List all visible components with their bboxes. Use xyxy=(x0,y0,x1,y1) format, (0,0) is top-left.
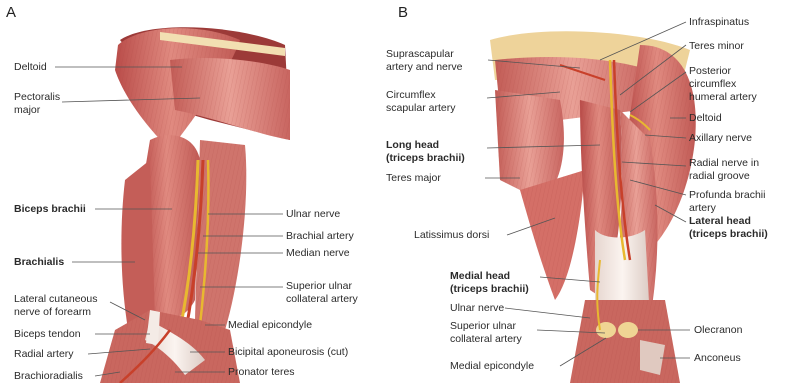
label-deltoid-b: Deltoid xyxy=(689,112,722,124)
label-circumflex-scap-2: scapular artery xyxy=(386,102,455,114)
label-radial-nerve-1: Radial nerve in xyxy=(689,157,759,169)
label-circumflex-scap-1: Circumflex xyxy=(386,89,436,101)
panel-a-letter: A xyxy=(6,4,16,21)
label-brachial-artery: Brachial artery xyxy=(286,230,354,242)
label-profunda-1: Profunda brachii xyxy=(689,189,765,201)
label-long-head-2: (triceps brachii) xyxy=(386,152,465,164)
olecranon-bone xyxy=(618,322,638,338)
label-lat-cut-1: Lateral cutaneous xyxy=(14,293,97,305)
label-medial-head-2: (triceps brachii) xyxy=(450,283,529,295)
label-infraspinatus: Infraspinatus xyxy=(689,16,749,28)
label-sup-ulnar-b-2: collateral artery xyxy=(450,333,522,345)
label-post-circ-3: humeral artery xyxy=(689,91,757,103)
label-deltoid-a: Deltoid xyxy=(14,61,47,73)
label-medial-epicondyle-a: Medial epicondyle xyxy=(228,319,312,331)
label-long-head-1: Long head xyxy=(386,139,439,151)
label-radial-nerve-2: radial groove xyxy=(689,170,750,182)
label-bicipital-aponeurosis: Bicipital aponeurosis (cut) xyxy=(228,346,348,358)
label-lateral-head-2: (triceps brachii) xyxy=(689,228,768,240)
label-suprascapular-2: artery and nerve xyxy=(386,61,462,73)
label-medial-epicondyle-b: Medial epicondyle xyxy=(450,360,534,372)
label-latissimus-dorsi: Latissimus dorsi xyxy=(414,229,489,241)
label-sup-ulnar-b-1: Superior ulnar xyxy=(450,320,516,332)
label-radial-artery: Radial artery xyxy=(14,348,74,360)
panel-b-letter: B xyxy=(398,4,408,21)
leader-ulnar-b xyxy=(505,308,590,318)
label-post-circ-1: Posterior xyxy=(689,65,731,77)
label-medial-head-1: Medial head xyxy=(450,270,510,282)
label-median-nerve: Median nerve xyxy=(286,247,350,259)
label-sup-ulnar-a-2: collateral artery xyxy=(286,293,358,305)
label-lat-cut-2: nerve of forearm xyxy=(14,306,91,318)
label-olecranon: Olecranon xyxy=(694,324,742,336)
label-ulnar-nerve-a: Ulnar nerve xyxy=(286,208,340,220)
label-sup-ulnar-a-1: Superior ulnar xyxy=(286,280,352,292)
label-pectoralis-2: major xyxy=(14,104,40,116)
latissimus-fibers xyxy=(520,170,585,300)
label-suprascapular-1: Suprascapular xyxy=(386,48,454,60)
label-axillary-nerve: Axillary nerve xyxy=(689,132,752,144)
elbow-fibers xyxy=(570,300,680,383)
label-teres-major: Teres major xyxy=(386,172,441,184)
label-pectoralis-1: Pectoralis xyxy=(14,91,60,103)
label-anconeus: Anconeus xyxy=(694,352,741,364)
label-brachioradialis: Brachioradialis xyxy=(14,370,83,382)
pectoralis-fibers xyxy=(170,58,290,140)
label-biceps-tendon: Biceps tendon xyxy=(14,328,81,340)
label-biceps-brachii: Biceps brachii xyxy=(14,203,86,215)
label-ulnar-nerve-b: Ulnar nerve xyxy=(450,302,504,314)
label-pronator-teres: Pronator teres xyxy=(228,366,295,378)
label-brachialis: Brachialis xyxy=(14,256,64,268)
label-post-circ-2: circumflex xyxy=(689,78,736,90)
label-lateral-head-1: Lateral head xyxy=(689,215,751,227)
label-teres-minor: Teres minor xyxy=(689,40,744,52)
label-profunda-2: artery xyxy=(689,202,716,214)
